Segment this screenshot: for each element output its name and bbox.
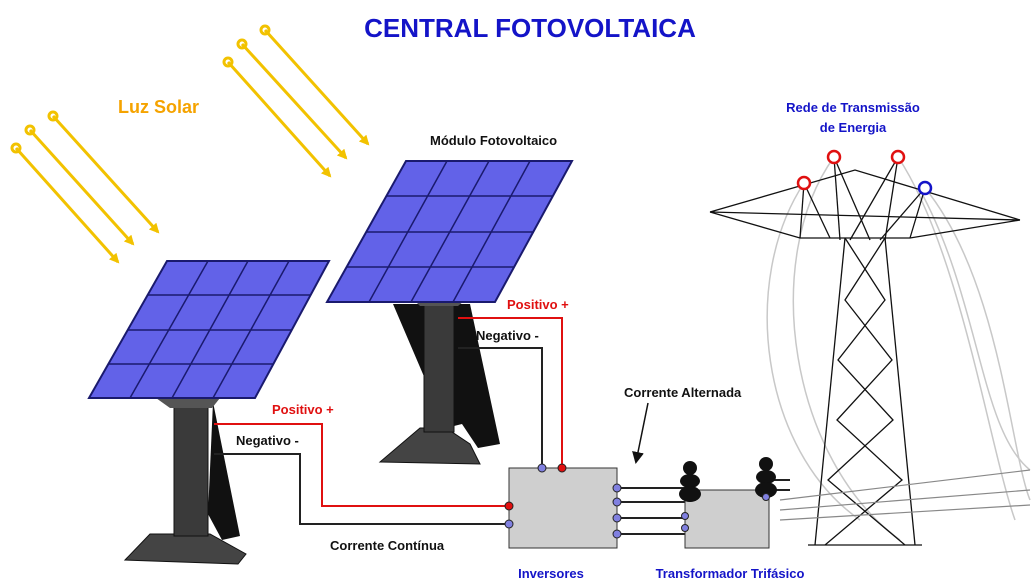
three-phase-transformer: [679, 457, 777, 549]
negative-wire-left: [214, 453, 509, 525]
connector-icon: [612, 513, 622, 523]
direct-current-label: Corrente Contínua: [330, 538, 445, 553]
solar-panel-right: [325, 160, 574, 465]
grid-label-line2: de Energia: [820, 120, 887, 135]
sun-ray: [236, 38, 348, 160]
phase-conductor-icon: [796, 175, 812, 191]
ac-arrow: [632, 402, 649, 464]
negative-wire-right: [458, 347, 543, 468]
phase-conductor-icon: [890, 149, 906, 165]
connector-icon: [557, 463, 567, 473]
connector-icon: [504, 519, 514, 529]
sun-ray: [10, 142, 120, 264]
sun-ray: [222, 56, 332, 178]
sunlight-rays: [10, 24, 370, 264]
dc-wires: [214, 317, 563, 525]
sun-ray: [47, 110, 160, 234]
page-title: CENTRAL FOTOVOLTAICA: [364, 13, 696, 43]
phase-conductor-icon: [826, 149, 842, 165]
sunlight-label: Luz Solar: [118, 97, 199, 117]
positive-wire-right: [458, 317, 563, 468]
grid-label-line1: Rede de Transmissão: [786, 100, 920, 115]
connector-icon: [612, 497, 622, 507]
inverters-label: Inversores: [518, 566, 584, 581]
connector-icon: [681, 512, 689, 520]
connector-icon: [612, 483, 622, 493]
connector-icon: [537, 463, 547, 473]
alternating-current-label: Corrente Alternada: [624, 385, 742, 400]
negative-label-left: Negativo -: [236, 433, 299, 448]
positive-wire-left: [214, 423, 509, 507]
negative-label-right: Negativo -: [476, 328, 539, 343]
pv-module-label: Módulo Fotovoltaico: [430, 133, 557, 148]
sun-ray: [24, 124, 135, 246]
neutral-conductor-icon: [917, 180, 933, 196]
transformer-label: Transformador Trifásico: [656, 566, 805, 581]
grid-conductors: [796, 149, 933, 196]
positive-label-right: Positivo +: [507, 297, 569, 312]
connector-icon: [762, 493, 770, 501]
positive-label-left: Positivo +: [272, 402, 334, 417]
sun-ray: [259, 24, 370, 146]
connector-icon: [681, 524, 689, 532]
connector-icon: [612, 529, 622, 539]
connector-icon: [504, 501, 514, 511]
inverter-box: [504, 463, 622, 549]
transmission-tower: [709, 156, 1031, 546]
solar-panel-left: [87, 260, 331, 565]
insulator-bushing-icon: [755, 457, 777, 498]
insulator-bushing-icon: [679, 461, 701, 502]
